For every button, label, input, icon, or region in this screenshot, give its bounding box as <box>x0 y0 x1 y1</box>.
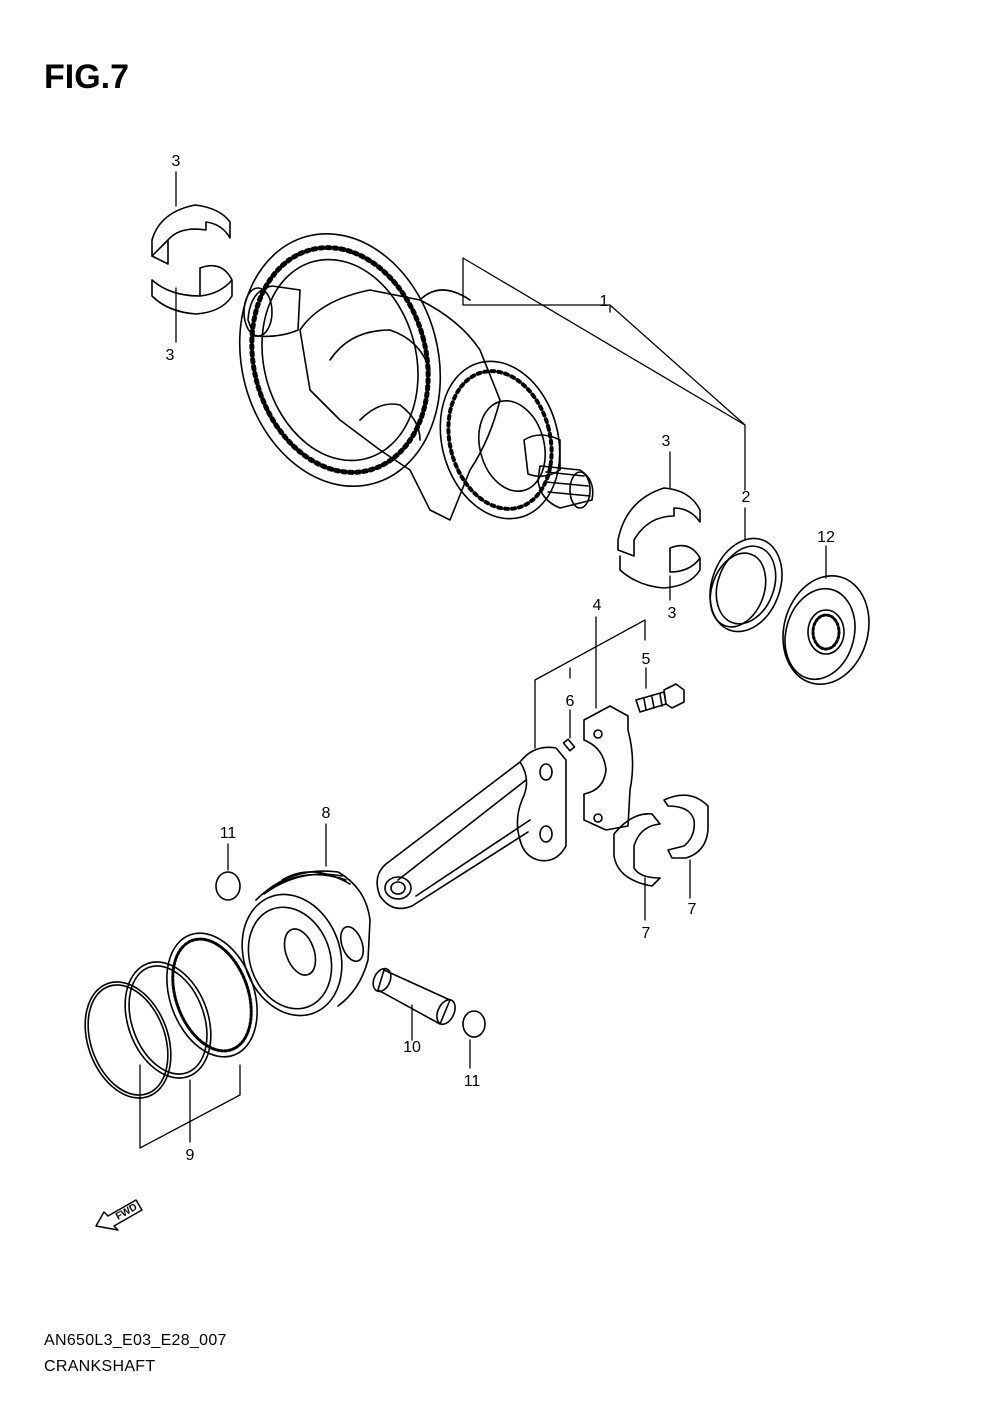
callout-3[interactable]: 3 <box>171 153 181 170</box>
crankshaft-gear-12[interactable] <box>771 566 881 694</box>
leader-lines <box>139 171 827 1149</box>
callout-3[interactable]: 3 <box>165 347 175 364</box>
callout-10[interactable]: 10 <box>403 1039 421 1056</box>
crank-pin-bearing-b[interactable] <box>663 794 709 859</box>
connecting-rod[interactable] <box>376 746 567 910</box>
piston-pin[interactable] <box>370 966 459 1027</box>
callout-5[interactable]: 5 <box>641 651 651 668</box>
callout-9[interactable]: 9 <box>185 1147 195 1164</box>
piston-ring-set[interactable] <box>70 920 273 1110</box>
circlip-left[interactable] <box>215 871 241 901</box>
diagram-name: CRANKSHAFT <box>44 1358 156 1375</box>
piston[interactable] <box>226 870 371 1030</box>
circlip-right[interactable] <box>462 1010 486 1038</box>
callout-7[interactable]: 7 <box>641 925 651 942</box>
connecting-rod-cap[interactable] <box>583 705 634 831</box>
diagram-code: AN650L3_E03_E28_007 <box>44 1332 227 1349</box>
figure-title: FIG.7 <box>44 58 130 96</box>
callout-3[interactable]: 3 <box>661 433 671 450</box>
callout-4[interactable]: 4 <box>592 597 602 614</box>
callout-3[interactable]: 3 <box>667 605 677 622</box>
callout-6[interactable]: 6 <box>565 693 575 710</box>
callout-7[interactable]: 7 <box>687 901 697 918</box>
journal-bearing-top[interactable] <box>151 204 233 315</box>
callout-8[interactable]: 8 <box>321 805 331 822</box>
crank-pin-bearing-a[interactable] <box>613 813 661 887</box>
crankshaft[interactable] <box>212 211 594 532</box>
callout-1[interactable]: 1 <box>599 293 609 310</box>
dowel-pin[interactable] <box>562 738 576 752</box>
journal-bearing-right[interactable] <box>617 487 701 589</box>
thrust-washer[interactable] <box>698 528 795 641</box>
connecting-rod-bolt[interactable] <box>635 683 685 713</box>
callout-2[interactable]: 2 <box>741 489 751 506</box>
fwd-arrow-icon: FWD <box>95 1199 143 1231</box>
callout-11[interactable]: 11 <box>219 825 237 842</box>
callout-12[interactable]: 12 <box>817 529 835 546</box>
callout-11[interactable]: 11 <box>463 1073 481 1090</box>
